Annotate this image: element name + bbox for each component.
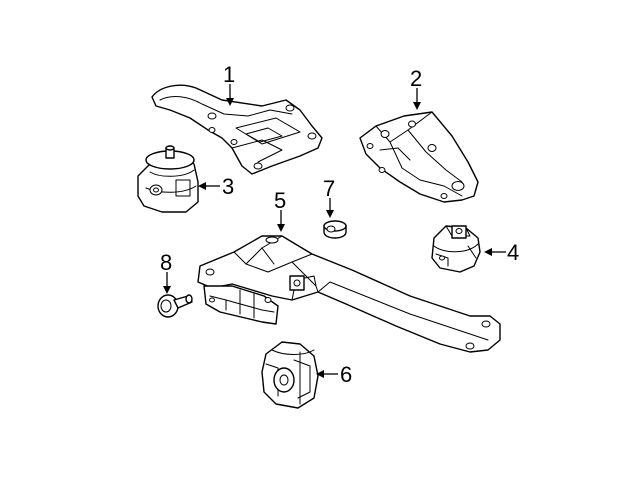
- part-6-bushing[interactable]: [261, 341, 319, 409]
- part-2-bracket[interactable]: [359, 111, 479, 203]
- leader-7: [326, 198, 334, 218]
- callout-1: 1: [223, 62, 235, 87]
- part-5-crossmember[interactable]: [197, 235, 501, 353]
- part-3-engine-mount[interactable]: [137, 145, 199, 213]
- leader-6: [316, 370, 338, 378]
- leader-3: [198, 182, 220, 190]
- callout-4: 4: [507, 240, 519, 265]
- leader-1: [226, 84, 234, 106]
- callout-7: 7: [323, 176, 335, 201]
- leader-2: [413, 88, 421, 110]
- part-7-washer[interactable]: [323, 220, 347, 239]
- callout-5: 5: [274, 188, 286, 213]
- callout-6: 6: [340, 362, 352, 387]
- callout-8: 8: [160, 250, 172, 275]
- leader-4: [484, 248, 506, 256]
- part-1-bracket[interactable]: [151, 84, 323, 175]
- callout-3: 3: [222, 174, 234, 199]
- callout-2: 2: [410, 66, 422, 91]
- part-4-transmission-mount[interactable]: [431, 225, 481, 273]
- leader-5: [277, 210, 285, 232]
- part-8-bolt[interactable]: [157, 294, 193, 318]
- leader-8: [163, 272, 171, 294]
